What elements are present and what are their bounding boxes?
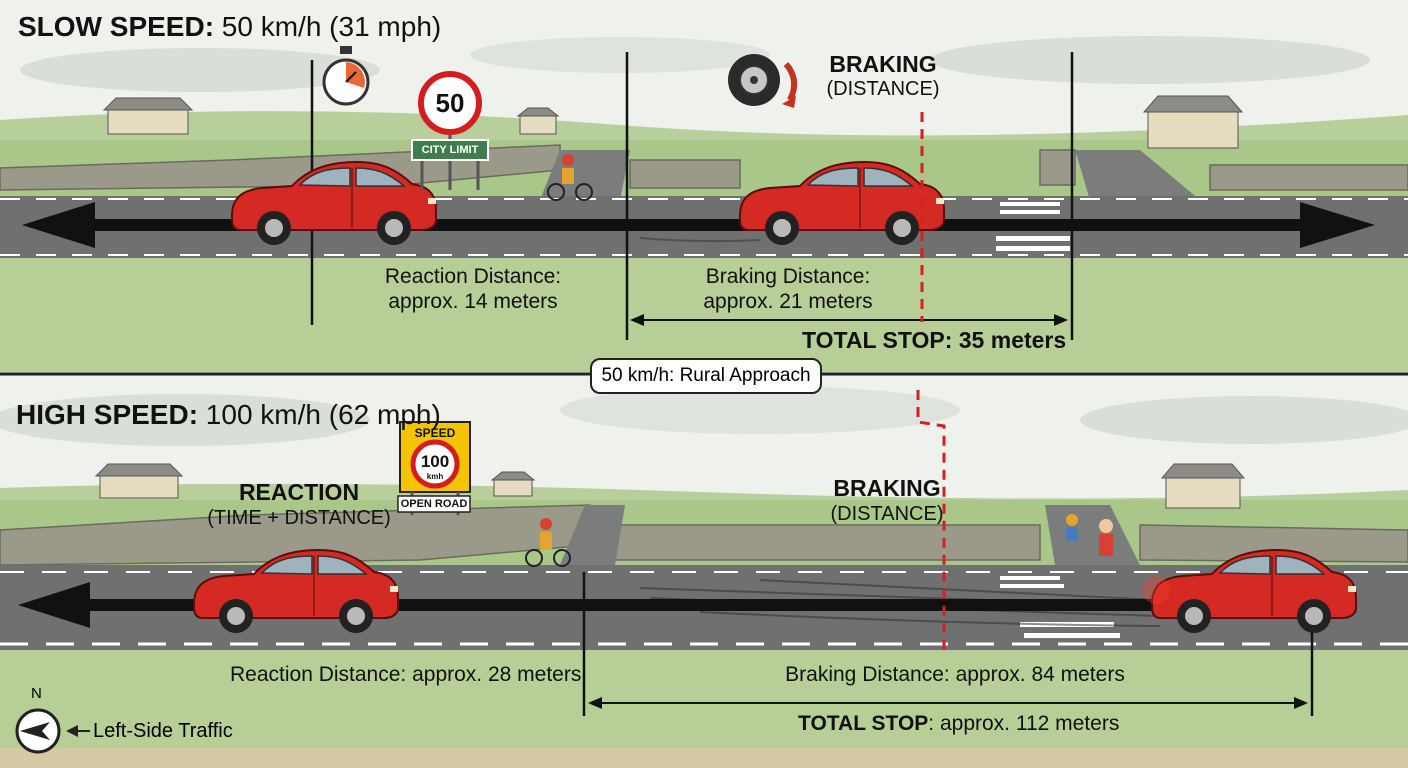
pedestrians [1066, 514, 1113, 556]
fast-reaction-label: Reaction Distance: approx. 28 meters [230, 663, 582, 686]
rural-approach-caption: 50 km/h: Rural Approach [590, 358, 822, 394]
fast-total-stop: TOTAL STOP: approx. 112 meters [798, 712, 1120, 735]
open-road-label: OPEN ROAD [400, 498, 468, 510]
slow-reaction-label-1: Reaction Distance: [384, 265, 562, 288]
slow-title: SLOW SPEED: 50 km/h (31 mph) [18, 11, 442, 42]
total-stop-arrow-top [630, 314, 1068, 326]
fast-braking-heading: BRAKING [833, 475, 941, 501]
fast-reaction-heading: REACTION [238, 479, 360, 505]
tire-icon [728, 54, 798, 108]
speed-limit-sign-100 [397, 421, 471, 515]
speed-sign-100-top: SPEED [414, 426, 456, 440]
speed-sign-100-unit: kmh [426, 471, 444, 481]
slow-total-stop: TOTAL STOP: 35 meters [802, 327, 1067, 353]
city-limit-label: CITY LIMIT [421, 144, 479, 156]
slow-braking-subheading: (DISTANCE) [826, 78, 940, 100]
speed-sign-50-value: 50 [435, 87, 465, 118]
cottage [516, 107, 560, 135]
left-side-traffic-label: Left-Side Traffic [93, 720, 233, 742]
cyclist [525, 518, 571, 567]
zebra-crossing [996, 202, 1070, 251]
fast-braking-subheading: (DISTANCE) [830, 503, 944, 525]
fast-reaction-subheading: (TIME + DISTANCE) [207, 507, 391, 529]
compass-icon [15, 708, 90, 754]
cottage [1160, 463, 1246, 509]
stopping-point-line [916, 112, 946, 650]
cyclist [547, 154, 593, 201]
slow-braking-label-1: Braking Distance: [705, 265, 871, 288]
cottage [490, 471, 536, 497]
cottage [1142, 95, 1244, 149]
slow-reaction-label-2: approx. 14 meters [388, 290, 558, 313]
speed-sign-100-value: 100 [420, 452, 450, 471]
cottage [94, 463, 184, 499]
fast-braking-label: Braking Distance: approx. 84 meters [785, 663, 1125, 686]
fast-title: HIGH SPEED: 100 km/h (62 mph) [16, 399, 441, 430]
slow-braking-heading: BRAKING [829, 51, 937, 77]
compass-north: N [31, 685, 42, 702]
total-stop-arrow-bottom [588, 697, 1308, 709]
cottage [102, 97, 194, 135]
stopwatch-icon [322, 46, 370, 106]
slow-braking-label-2: approx. 21 meters [703, 290, 873, 313]
